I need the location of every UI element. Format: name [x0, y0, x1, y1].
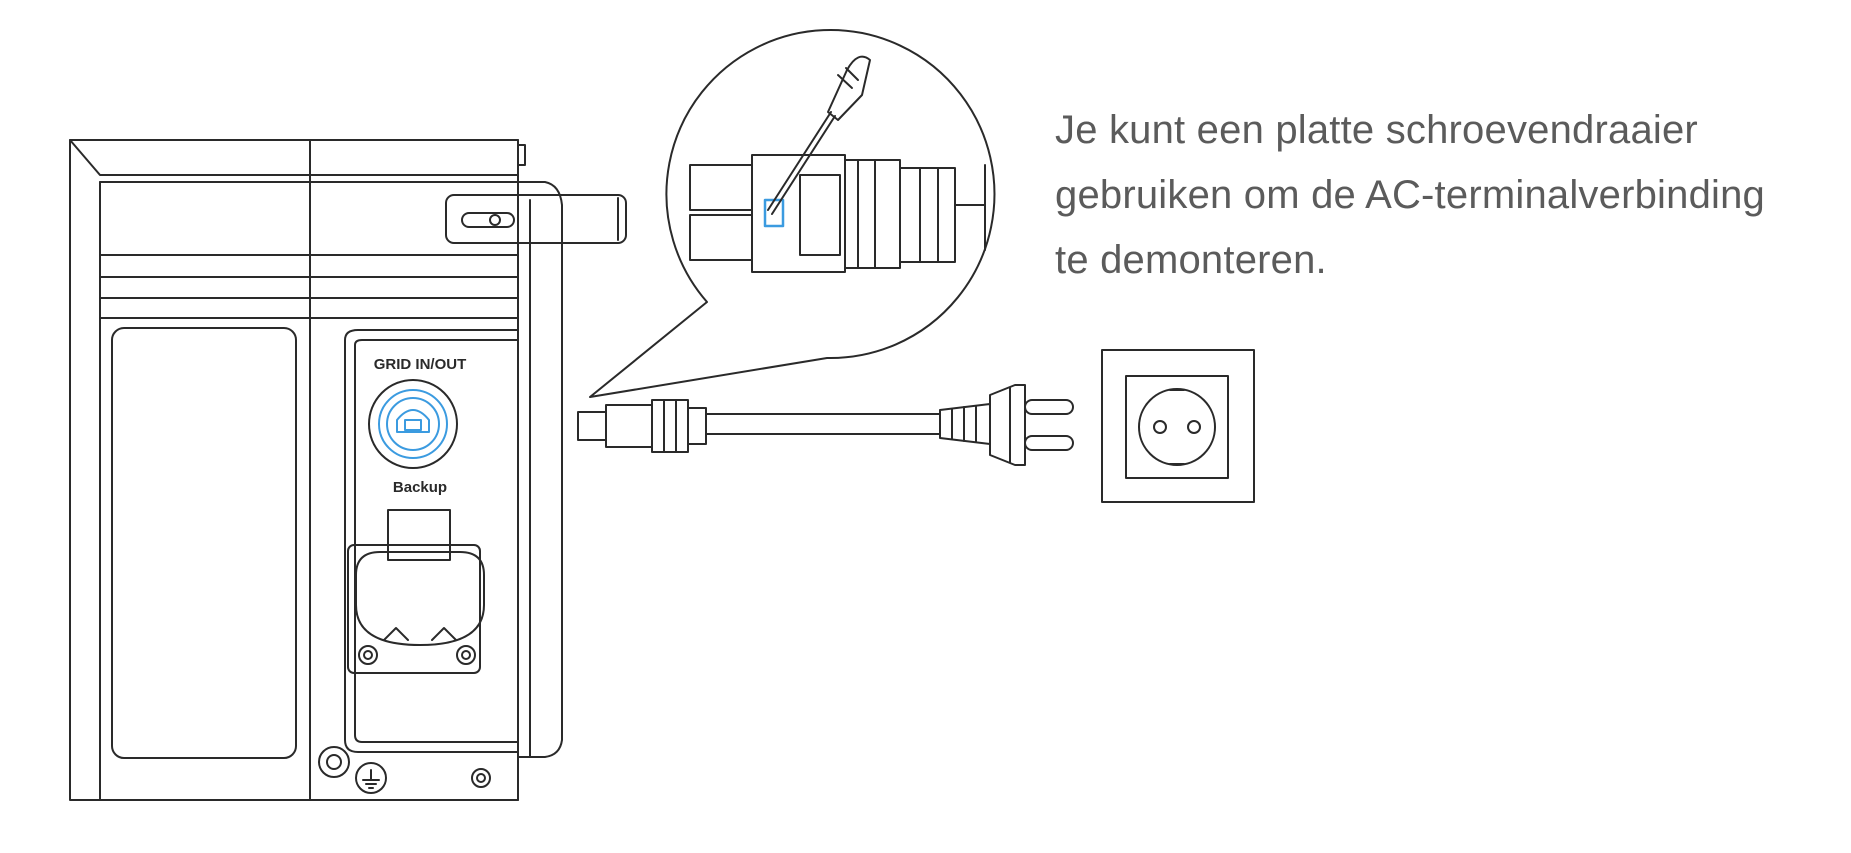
screwdriver-icon [767, 55, 871, 215]
instruction-line-1: Je kunt een platte schroevendraaier [1055, 108, 1698, 152]
port-label-backup: Backup [393, 479, 447, 496]
callout-bubble [589, 29, 996, 398]
wall-socket-icon [1101, 349, 1255, 503]
instruction-text: Je kunt een platte schroevendraaier gebr… [1055, 98, 1835, 293]
instruction-line-3: te demonteren. [1055, 238, 1327, 282]
instruction-line-2: gebruiken om de AC-terminalverbinding [1055, 173, 1765, 217]
power-station [69, 139, 627, 801]
port-label-grid: GRID IN/OUT [374, 356, 467, 373]
connector-detail [689, 154, 986, 273]
ac-cable [577, 384, 1074, 466]
